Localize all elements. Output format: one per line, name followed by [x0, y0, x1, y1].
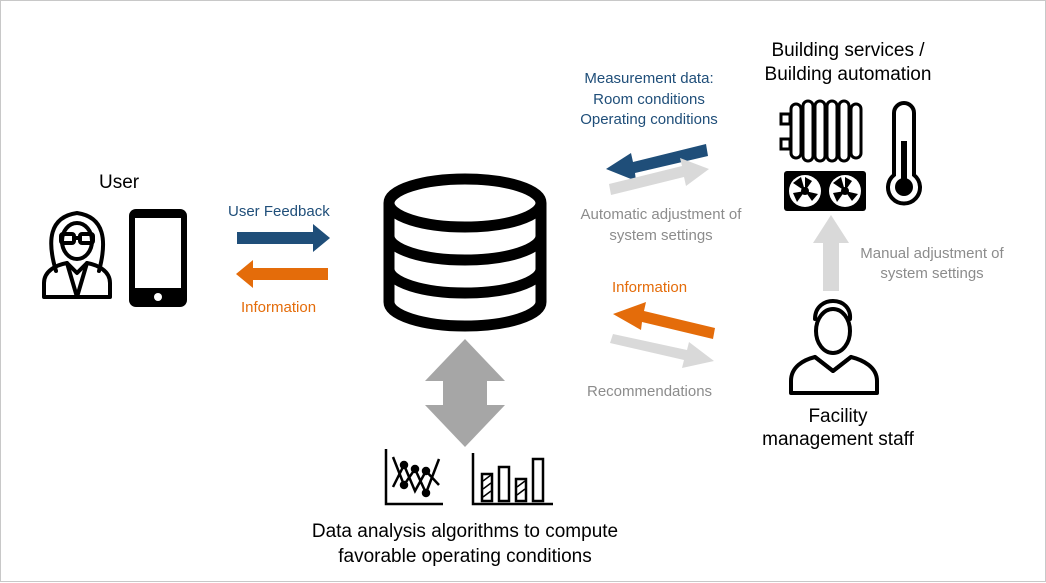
operating-conditions-label: Operating conditions [580, 111, 718, 128]
fan-icon [784, 171, 866, 211]
analysis-caption-line1: Data analysis algorithms to compute [311, 521, 619, 542]
recommendations-label: Recommendations [587, 383, 713, 400]
manual-adjustment-label-line2: system settings [880, 265, 984, 282]
analysis-caption-line2: favorable operating conditions [338, 546, 592, 567]
building-automation-title-line2: Building automation [764, 64, 932, 85]
database-analysis-double-arrow [425, 339, 505, 447]
manual-adjustment-arrow [813, 215, 849, 291]
facility-title-line2: management staff [762, 429, 914, 450]
database-icon [383, 173, 547, 332]
manual-adjustment-label-line1: Manual adjustment of [860, 245, 1004, 262]
information-to-user-arrow [236, 260, 328, 288]
line-chart-icon [384, 449, 443, 506]
automatic-adjustment-label-line2: system settings [609, 227, 713, 244]
bar-chart-icon [471, 453, 553, 506]
facility-title-line1: Facility [808, 406, 868, 427]
information-from-staff-label: Information [612, 279, 688, 296]
staff-icon [789, 299, 879, 395]
thermometer-icon [886, 101, 922, 206]
automatic-adjustment-label-line1: Automatic adjustment of [580, 206, 742, 223]
smartphone-icon [129, 209, 187, 307]
information-to-user-label: Information [241, 299, 317, 316]
building-services-title-line1: Building services / [771, 40, 925, 61]
user-icon [42, 211, 112, 299]
information-from-staff-arrow [613, 302, 715, 339]
radiator-icon [779, 99, 863, 163]
recommendations-arrow [610, 334, 714, 368]
measurement-data-label: Measurement data: [584, 70, 714, 87]
user-feedback-arrow [237, 224, 330, 252]
room-conditions-label: Room conditions [593, 91, 705, 108]
user-title: User [99, 172, 140, 193]
automatic-adjustment-arrow [609, 158, 709, 195]
user-feedback-label: User Feedback [228, 203, 330, 220]
measurement-data-arrow [606, 144, 708, 181]
